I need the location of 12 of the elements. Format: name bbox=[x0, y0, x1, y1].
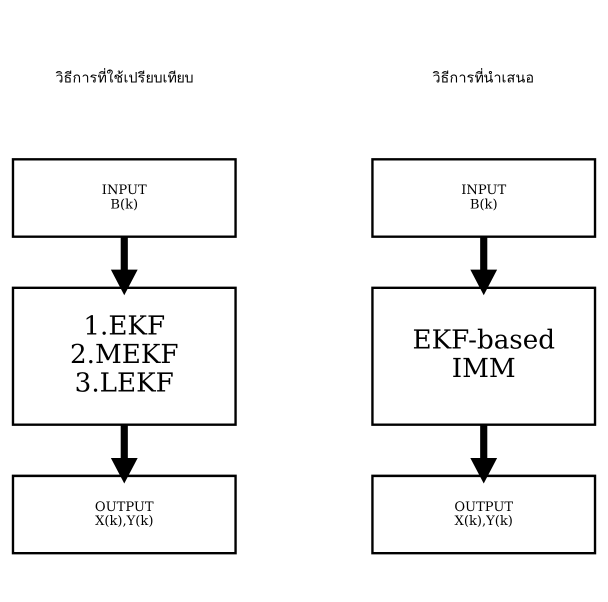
node-box: INPUT B(k) bbox=[12, 158, 237, 238]
arrow bbox=[470, 236, 498, 295]
arrow bbox=[110, 236, 138, 295]
node-box: INPUT B(k) bbox=[371, 158, 596, 238]
node-box: 1.EKF 2.MEKF 3.LEKF bbox=[12, 286, 237, 426]
label: วิธีการที่ใช้เปรียบเทียบ bbox=[55, 70, 194, 86]
node-box: OUTPUT X(k),Y(k) bbox=[371, 474, 596, 554]
arrow bbox=[110, 424, 138, 483]
node-box: OUTPUT X(k),Y(k) bbox=[12, 474, 237, 554]
label: วิธีการที่นำเสนอ bbox=[432, 70, 535, 86]
node-box: EKF-based IMM bbox=[371, 286, 596, 426]
arrow bbox=[470, 424, 498, 483]
